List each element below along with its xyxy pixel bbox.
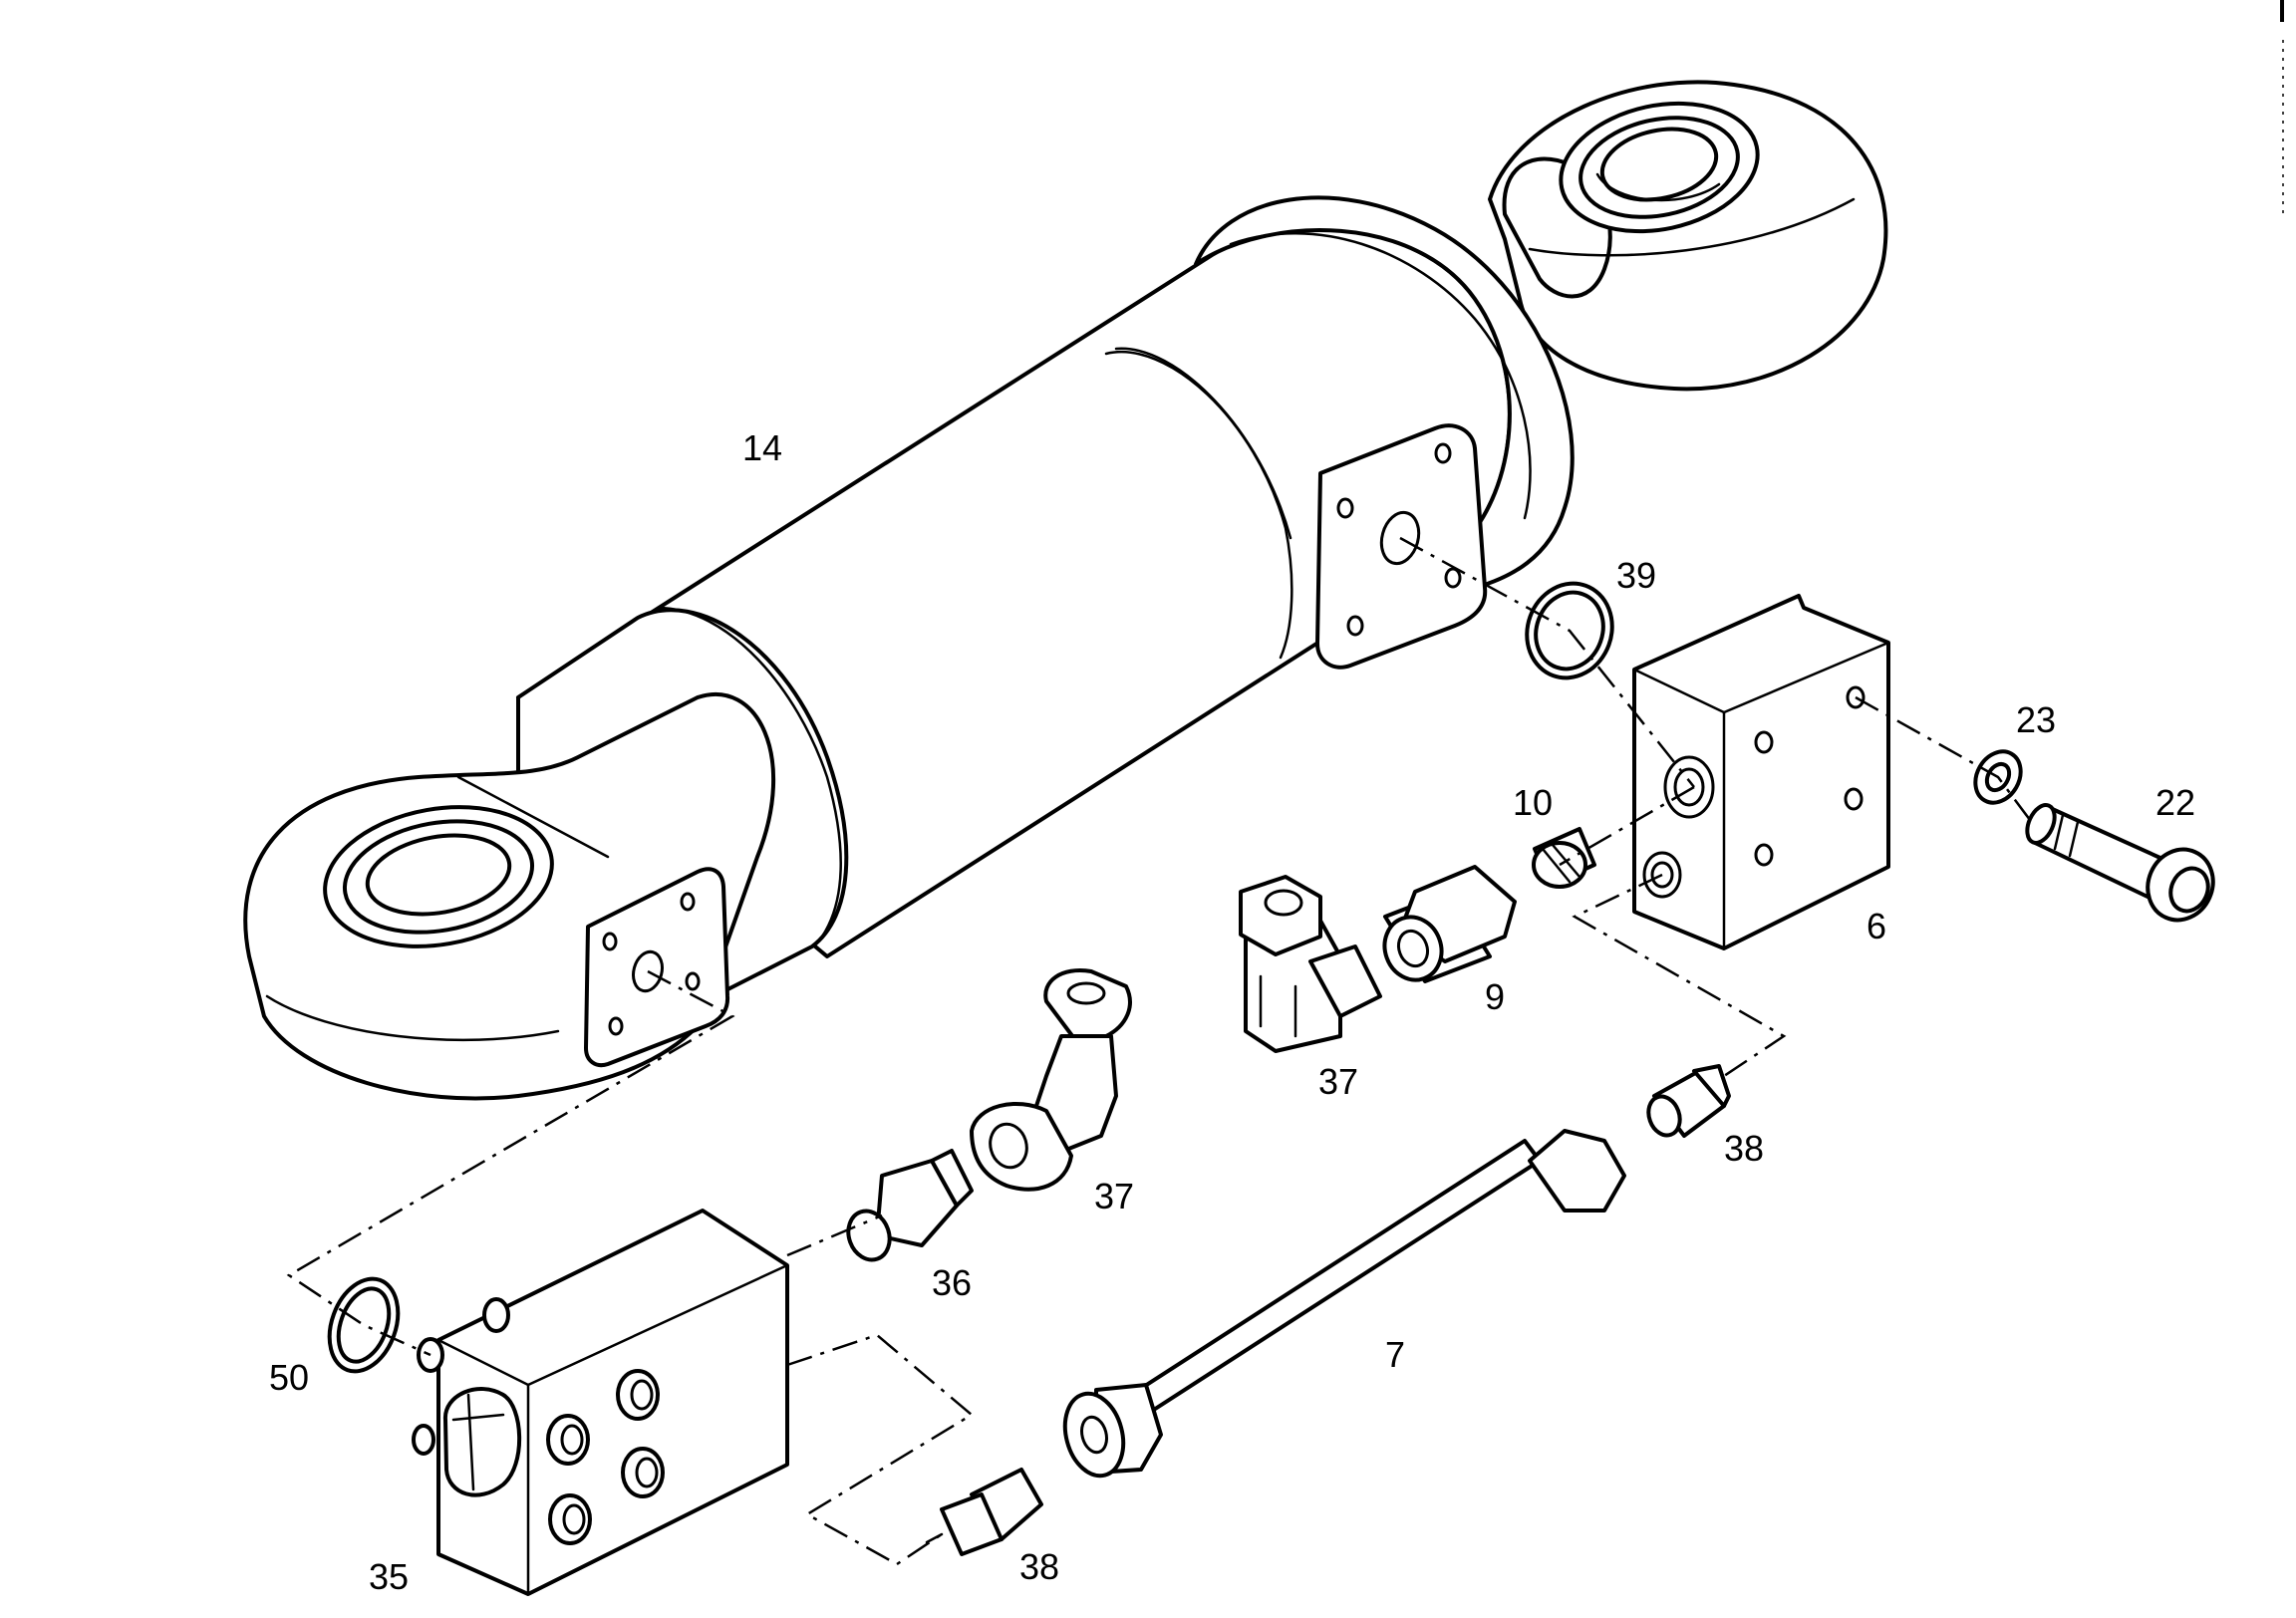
callout-38-upper: 38 <box>1724 1128 1764 1169</box>
bolt-22 <box>2025 803 2215 923</box>
callout-22: 22 <box>2155 782 2195 823</box>
callout-39: 39 <box>1616 555 1656 596</box>
elbow-fitting-37-lower <box>970 968 1132 1192</box>
valve-block-35 <box>412 1209 789 1596</box>
callout-7: 7 <box>1385 1334 1405 1375</box>
callout-38-lower: 38 <box>1019 1546 1059 1587</box>
elbow-fitting-37-upper <box>1239 875 1382 1053</box>
callout-35: 35 <box>369 1556 409 1597</box>
valve-block-6 <box>1632 594 1890 950</box>
plug-10 <box>1532 827 1596 889</box>
adapter-9 <box>1382 865 1517 983</box>
callout-50: 50 <box>269 1357 309 1398</box>
nipple-36 <box>846 1149 974 1262</box>
callout-37-upper: 37 <box>1318 1061 1358 1102</box>
o-ring-50 <box>327 1276 401 1374</box>
hydraulic-cylinder <box>243 80 1888 1101</box>
nipple-38-lower <box>925 1468 1043 1556</box>
callout-10: 10 <box>1513 782 1553 823</box>
callout-37-lower: 37 <box>1094 1176 1134 1216</box>
assembly-center-lines <box>286 536 2035 1566</box>
callout-23: 23 <box>2016 699 2056 740</box>
callout-9: 9 <box>1485 976 1505 1017</box>
head-end-eye <box>243 691 776 1101</box>
tube-7 <box>1062 1129 1626 1479</box>
callout-6: 6 <box>1866 906 1886 946</box>
rod-eye <box>1488 80 1888 392</box>
nipple-38-upper <box>1646 1064 1731 1138</box>
callout-36: 36 <box>932 1262 972 1303</box>
callout-14: 14 <box>742 427 782 468</box>
callout-labels: 14 39 23 22 10 6 9 37 37 38 36 7 50 35 3… <box>269 427 2195 1597</box>
